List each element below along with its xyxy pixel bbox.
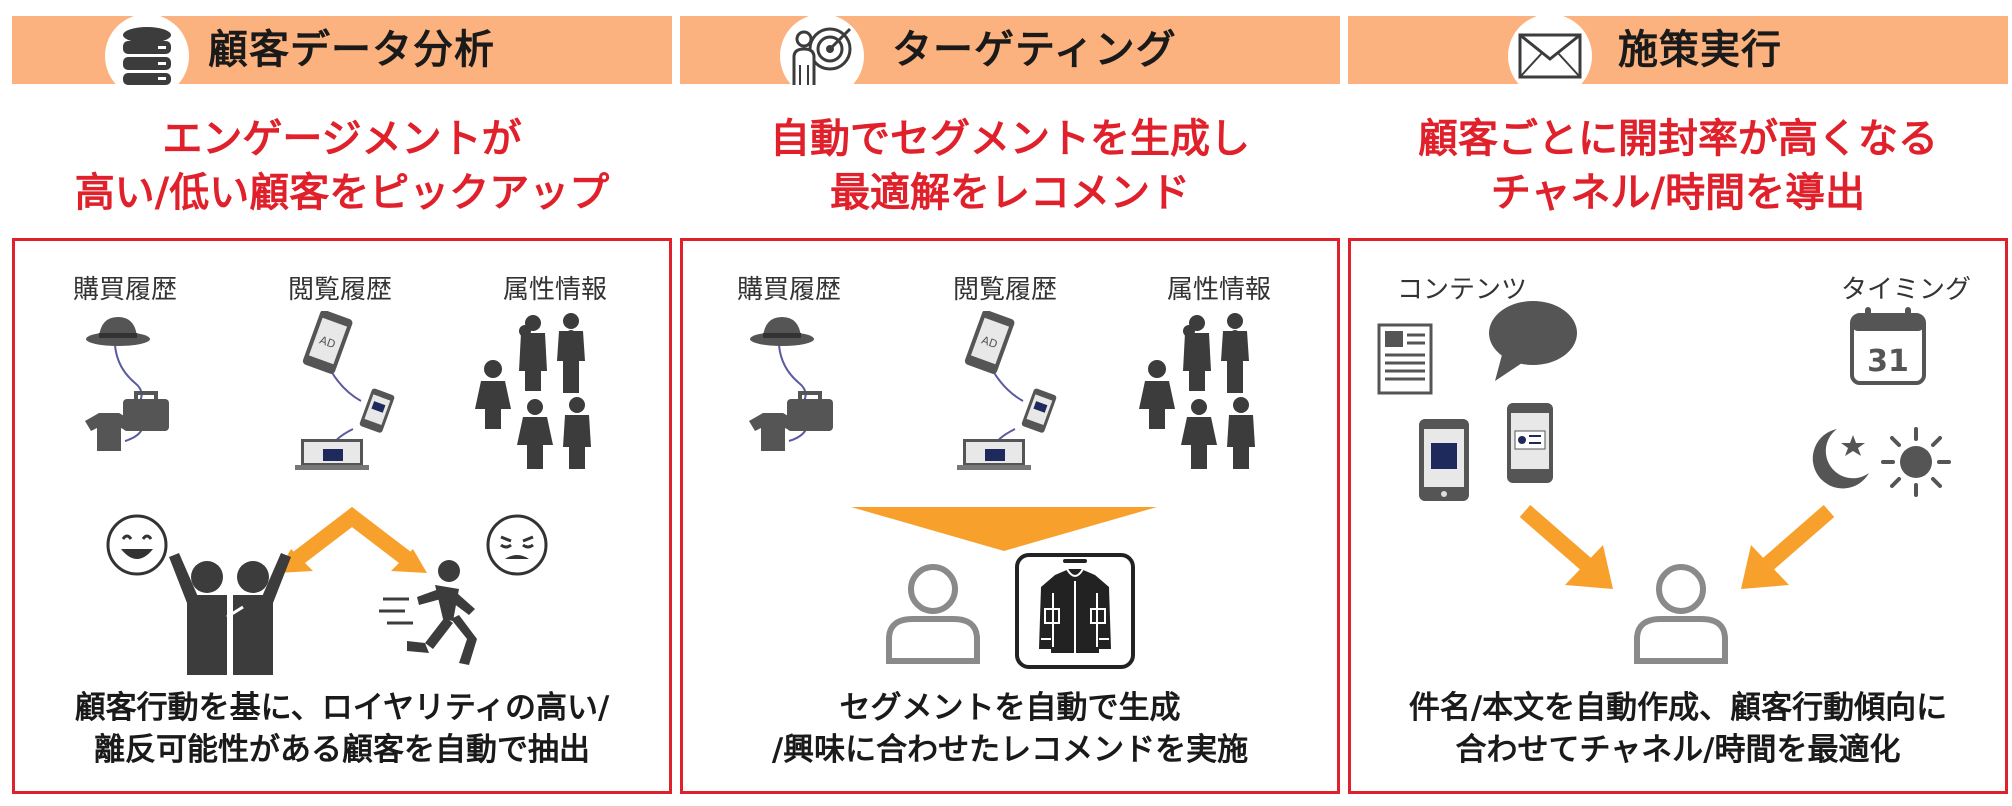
content-panel: 購買履歴 閲覧履歴 属性情報 AD (12, 238, 672, 794)
arrow-to-user-right-icon (1741, 505, 1835, 589)
label-purchase-history: 購買履歴 (736, 275, 841, 305)
database-icon (123, 27, 171, 85)
header-title: ターゲティング (892, 27, 1177, 73)
user-outline-icon (1634, 564, 1728, 664)
caption-line-1: 件名/本文を自動作成、顧客行動傾向に (1408, 690, 1948, 726)
subtitle-line-2: 最適解をレコメンド (830, 170, 1190, 216)
calendar-day: 31 (1867, 344, 1909, 379)
happy-face-icon (106, 514, 168, 576)
family-people-icon (1139, 313, 1255, 469)
label-attributes: 属性情報 (502, 275, 607, 305)
subtitle-line-1: 自動でセグメントを生成し (770, 116, 1250, 162)
running-person-icon (379, 560, 477, 665)
tired-face-icon (486, 514, 548, 576)
cheering-people-icon (169, 553, 291, 675)
caption-line-1: セグメントを自動で生成 (839, 690, 1181, 726)
document-icon (1377, 323, 1433, 395)
browsing-devices-icon: AD (295, 311, 395, 470)
header-band: 顧客データ分析 (12, 14, 672, 98)
caption-line-2: 離反可能性がある顧客を自動で抽出 (94, 732, 590, 768)
smartphone-profile-icon (1507, 403, 1553, 483)
column-execution: 施策実行 顧客ごとに開封率が高くなる チャネル/時間を導出 コンテンツ タイミン… (1348, 0, 2008, 806)
recommended-jacket-phone-icon (1015, 553, 1135, 669)
subtitle-line-2: 高い/低い顧客をピックアップ (74, 170, 610, 216)
browsing-devices-icon: AD (957, 311, 1057, 470)
calendar-icon: 31 (1850, 307, 1926, 385)
subtitle-line-1: エンゲージメントが (162, 116, 522, 162)
funnel-arrow-icon (851, 507, 1157, 551)
label-browsing-history: 閲覧履歴 (952, 275, 1057, 305)
caption-line-2: /興味に合わせたレコメンドを実施 (771, 732, 1249, 768)
target-person-icon (792, 27, 852, 85)
subtitle: エンゲージメントが 高い/低い顧客をピックアップ (12, 112, 672, 220)
chat-bubble-icon (1489, 301, 1577, 381)
subtitle: 顧客ごとに開封率が高くなる チャネル/時間を導出 (1348, 112, 2008, 220)
header-icon-circle (780, 14, 864, 98)
arrow-to-user-left-icon (1519, 505, 1613, 589)
header-band: 施策実行 (1348, 14, 2008, 98)
label-contents: コンテンツ (1397, 275, 1528, 305)
column-customer-analysis: 顧客データ分析 エンゲージメントが 高い/低い顧客をピックアップ 購買履歴 閲覧… (12, 0, 672, 806)
label-browsing-history: 閲覧履歴 (287, 275, 392, 305)
label-attributes: 属性情報 (1166, 275, 1271, 305)
caption: セグメントを自動で生成 /興味に合わせたレコメンドを実施 (683, 687, 1337, 771)
smartphone-icon (1419, 419, 1469, 501)
header-icon-circle (1508, 14, 1592, 98)
purchase-items-icon (85, 317, 169, 451)
content-panel: 購買履歴 閲覧履歴 属性情報 AD (680, 238, 1340, 794)
header-title: 顧客データ分析 (208, 27, 495, 73)
svg-text:AD: AD (980, 334, 999, 352)
moon-star-icon (1812, 429, 1869, 489)
caption: 件名/本文を自動作成、顧客行動傾向に 合わせてチャネル/時間を最適化 (1351, 687, 2005, 771)
svg-text:AD: AD (318, 334, 337, 352)
envelope-icon (1518, 33, 1582, 79)
user-outline-icon (886, 564, 980, 664)
subtitle-line-2: チャネル/時間を導出 (1490, 170, 1866, 216)
header-icon-circle (105, 14, 189, 98)
sun-icon (1881, 427, 1951, 497)
header-band: ターゲティング (680, 14, 1340, 98)
purchase-items-icon (749, 317, 833, 451)
label-timing: タイミング (1840, 275, 1971, 305)
caption-line-1: 顧客行動を基に、ロイヤリティの高い/ (74, 690, 610, 726)
subtitle: 自動でセグメントを生成し 最適解をレコメンド (680, 112, 1340, 220)
column-targeting: ターゲティング 自動でセグメントを生成し 最適解をレコメンド 購買履歴 閲覧履歴… (680, 0, 1340, 806)
subtitle-line-1: 顧客ごとに開封率が高くなる (1418, 116, 1938, 162)
content-panel: コンテンツ タイミング (1348, 238, 2008, 794)
caption: 顧客行動を基に、ロイヤリティの高い/ 離反可能性がある顧客を自動で抽出 (15, 687, 669, 771)
label-purchase-history: 購買履歴 (72, 275, 177, 305)
header-title: 施策実行 (1618, 27, 1782, 73)
caption-line-2: 合わせてチャネル/時間を最適化 (1455, 732, 1901, 768)
family-people-icon (475, 313, 591, 469)
